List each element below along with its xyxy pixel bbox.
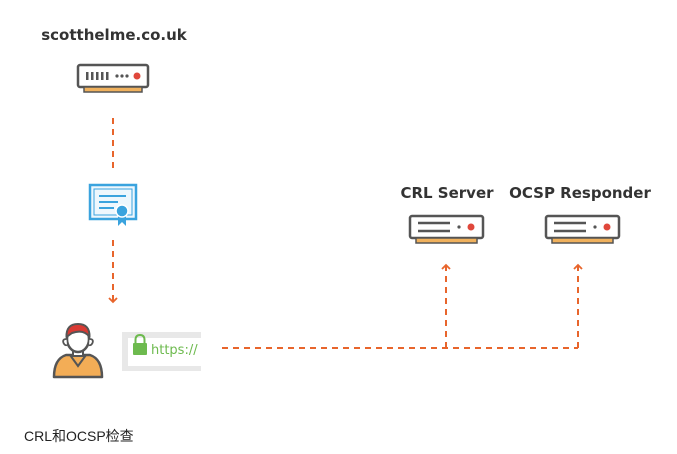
crl-server-label: CRL Server	[400, 184, 494, 202]
crl-server-icon	[408, 214, 485, 244]
user-icon	[52, 323, 104, 379]
lock-icon	[133, 333, 147, 355]
address-bar-url: https://	[151, 343, 198, 358]
ocsp-server-icon	[544, 214, 621, 244]
ocsp-responder-label: OCSP Responder	[509, 184, 651, 202]
browser-address-bar	[122, 332, 201, 371]
certificate-icon	[88, 183, 138, 226]
website-label: scotthelme.co.uk	[41, 26, 187, 44]
website-server-icon	[76, 63, 150, 93]
flow-arrows	[108, 118, 583, 349]
figure-caption: CRL和OCSP检查	[24, 428, 134, 444]
